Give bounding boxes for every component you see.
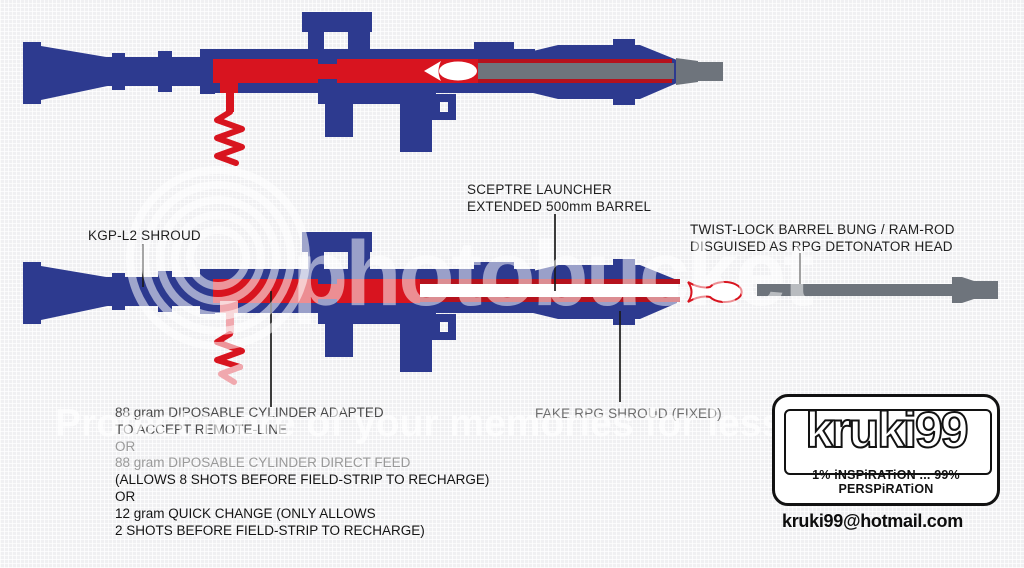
top-grip-assembly [318, 88, 456, 152]
hollow-barrel-bore [420, 284, 678, 297]
cylinder-line: OR [115, 438, 136, 454]
cylinder-line: 88 gram DIPOSABLE CYLINDER DIRECT FEED [115, 455, 411, 471]
label-fake-rpg-shroud: FAKE RPG SHROUD (FIXED) [535, 406, 722, 421]
cylinder-line: 88 gram DIPOSABLE CYLINDER ADAPTED [115, 405, 384, 420]
label-twist-lock: TWIST-LOCK BARREL BUNG / RAM-ROD DISGUIS… [690, 221, 955, 255]
label-sceptre-line2: EXTENDED 500mm BARREL [467, 199, 652, 214]
label-twist-line1: TWIST-LOCK BARREL BUNG / RAM-ROD [690, 222, 955, 237]
top-projectile [424, 61, 477, 81]
label-twist-line2: DISGUISED AS RPG DETONATOR HEAD [690, 239, 953, 254]
top-iron-sight [474, 42, 514, 57]
top-bell-flange [23, 42, 41, 104]
logo-email: kruki99@hotmail.com [782, 511, 963, 531]
top-optical-sight [302, 12, 372, 53]
logo-name: kruki99 [804, 401, 969, 459]
label-sceptre-launcher: SCEPTRE LAUNCHER EXTENDED 500mm BARREL [467, 181, 651, 215]
top-remote-line-coil [214, 81, 245, 166]
logo-slogan: 1% iNSPiRATiON ... 99% PERSPiRATiON [812, 468, 960, 496]
detonator-head-bung-outline [687, 281, 743, 303]
top-barrel-internals [213, 58, 723, 85]
cylinder-line: TO ACCEPT REMOTE-LINE [115, 421, 288, 437]
cylinder-line: 12 gram QUICK CHANGE (ONLY ALLOWS [115, 505, 376, 521]
label-kgp-shroud: KGP-L2 SHROUD [88, 228, 201, 243]
cylinder-line: 2 SHOTS BEFORE FIELD-STRIP TO RECHARGE) [115, 522, 425, 538]
cylinder-line: OR [115, 488, 136, 504]
label-sceptre-line1: SCEPTRE LAUNCHER [467, 182, 612, 197]
kruki99-logo: kruki99 1% iNSPiRATiON ... 99% PERSPiRAT… [772, 394, 1000, 506]
top-stored-ramrod [478, 63, 674, 79]
photobucket-watermark-rings [126, 166, 310, 350]
cylinder-line: (ALLOWS 8 SHOTS BEFORE FIELD-STRIP TO RE… [115, 472, 490, 488]
ram-rod [757, 277, 998, 303]
top-rear-tube [41, 57, 217, 86]
logo-inner-border [784, 409, 992, 475]
label-cylinder-options: 88 gram DIPOSABLE CYLINDER ADAPTED TO AC… [115, 405, 489, 539]
top-launcher [23, 12, 723, 166]
